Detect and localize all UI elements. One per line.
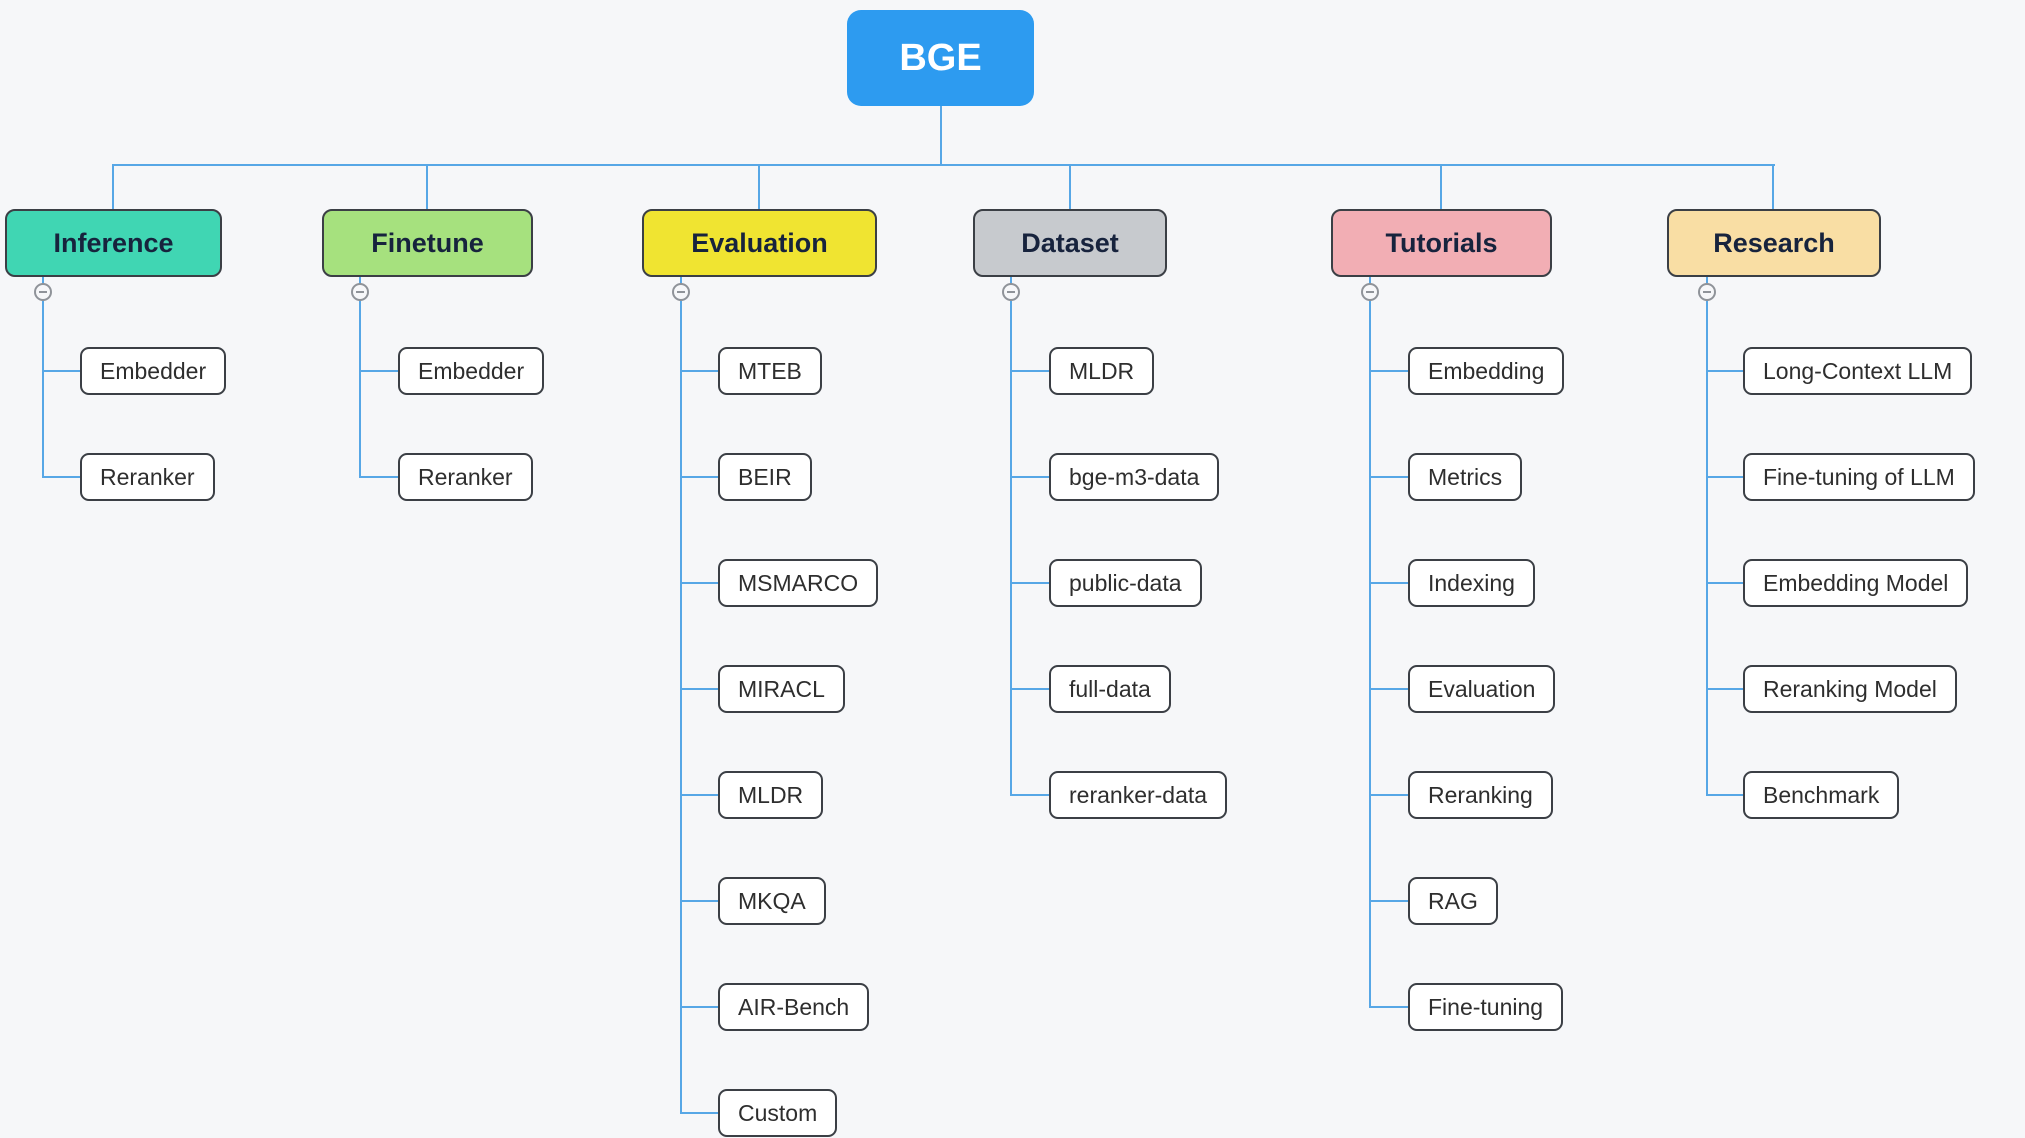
connector-trunk-tutorials — [1369, 277, 1371, 1008]
root-node-bge[interactable]: BGE — [847, 10, 1034, 106]
node-embedding-model[interactable]: Embedding Model — [1743, 559, 1969, 607]
connector-branch-bus — [112, 164, 1775, 166]
node-air-bench[interactable]: AIR-Bench — [718, 983, 870, 1031]
connector-elbow — [1369, 688, 1408, 690]
connector-elbow — [1010, 582, 1049, 584]
branch-evaluation[interactable]: Evaluation — [642, 209, 877, 277]
connector-elbow — [680, 370, 718, 372]
node-fine-tuning-of-llm[interactable]: Fine-tuning of LLM — [1743, 453, 1975, 501]
node-embedding[interactable]: Embedding — [1408, 347, 1565, 395]
collapse-icon[interactable] — [1698, 283, 1716, 301]
node-indexing[interactable]: Indexing — [1408, 559, 1535, 607]
connector-elbow — [1369, 582, 1408, 584]
connector-root-drop — [940, 106, 942, 165]
connector-elbow — [1706, 370, 1743, 372]
connector-elbow — [1706, 688, 1743, 690]
connector-drop-dataset — [1069, 164, 1071, 209]
node-rag[interactable]: RAG — [1408, 877, 1498, 925]
node-finetune-embedder[interactable]: Embedder — [398, 347, 545, 395]
node-reranking[interactable]: Reranking — [1408, 771, 1553, 819]
node-finetune-reranker[interactable]: Reranker — [398, 453, 533, 501]
collapse-icon[interactable] — [1361, 283, 1379, 301]
connector-elbow — [680, 476, 718, 478]
collapse-icon[interactable] — [1002, 283, 1020, 301]
connector-elbow — [1369, 476, 1408, 478]
connector-drop-finetune — [426, 164, 428, 209]
connector-drop-tutorials — [1440, 164, 1442, 209]
connector-elbow — [1010, 688, 1049, 690]
connector-elbow — [680, 1112, 718, 1114]
node-mkqa[interactable]: MKQA — [718, 877, 826, 925]
connector-elbow — [1706, 794, 1743, 796]
connector-elbow — [1706, 582, 1743, 584]
connector-elbow — [359, 476, 398, 478]
node-reranker-data[interactable]: reranker-data — [1049, 771, 1228, 819]
node-bge-m3-data[interactable]: bge-m3-data — [1049, 453, 1220, 501]
branch-tutorials[interactable]: Tutorials — [1331, 209, 1552, 277]
connector-trunk-finetune — [359, 277, 361, 478]
collapse-icon[interactable] — [34, 283, 52, 301]
node-public-data[interactable]: public-data — [1049, 559, 1202, 607]
node-benchmark[interactable]: Benchmark — [1743, 771, 1900, 819]
connector-elbow — [1369, 1006, 1408, 1008]
branch-research[interactable]: Research — [1667, 209, 1881, 277]
connector-elbow — [680, 794, 718, 796]
connector-trunk-research — [1706, 277, 1708, 796]
branch-inference[interactable]: Inference — [5, 209, 222, 277]
node-inference-embedder[interactable]: Embedder — [80, 347, 227, 395]
connector-elbow — [359, 370, 398, 372]
node-msmarco[interactable]: MSMARCO — [718, 559, 879, 607]
node-mldr-eval[interactable]: MLDR — [718, 771, 824, 819]
connector-elbow — [680, 582, 718, 584]
connector-trunk-dataset — [1010, 277, 1012, 796]
node-long-context-llm[interactable]: Long-Context LLM — [1743, 347, 1973, 395]
node-reranking-model[interactable]: Reranking Model — [1743, 665, 1957, 713]
connector-elbow — [680, 900, 718, 902]
connector-elbow — [1010, 370, 1049, 372]
node-evaluation-tutorial[interactable]: Evaluation — [1408, 665, 1556, 713]
node-mteb[interactable]: MTEB — [718, 347, 822, 395]
connector-elbow — [42, 370, 80, 372]
connector-drop-evaluation — [758, 164, 760, 209]
node-beir[interactable]: BEIR — [718, 453, 812, 501]
connector-elbow — [1706, 476, 1743, 478]
node-custom[interactable]: Custom — [718, 1089, 838, 1137]
node-fine-tuning[interactable]: Fine-tuning — [1408, 983, 1564, 1031]
node-miracl[interactable]: MIRACL — [718, 665, 845, 713]
connector-elbow — [1010, 476, 1049, 478]
collapse-icon[interactable] — [351, 283, 369, 301]
node-inference-reranker[interactable]: Reranker — [80, 453, 215, 501]
connector-drop-research — [1772, 164, 1774, 209]
connector-elbow — [1369, 370, 1408, 372]
node-metrics[interactable]: Metrics — [1408, 453, 1523, 501]
connector-trunk-evaluation — [680, 277, 682, 1114]
branch-finetune[interactable]: Finetune — [322, 209, 533, 277]
collapse-icon[interactable] — [672, 283, 690, 301]
connector-trunk-inference — [42, 277, 44, 478]
branch-dataset[interactable]: Dataset — [973, 209, 1167, 277]
node-full-data[interactable]: full-data — [1049, 665, 1171, 713]
connector-elbow — [1010, 794, 1049, 796]
node-mldr-dataset[interactable]: MLDR — [1049, 347, 1155, 395]
connector-elbow — [1369, 794, 1408, 796]
connector-elbow — [42, 476, 80, 478]
connector-elbow — [1369, 900, 1408, 902]
connector-drop-inference — [112, 164, 114, 209]
connector-elbow — [680, 688, 718, 690]
connector-elbow — [680, 1006, 718, 1008]
